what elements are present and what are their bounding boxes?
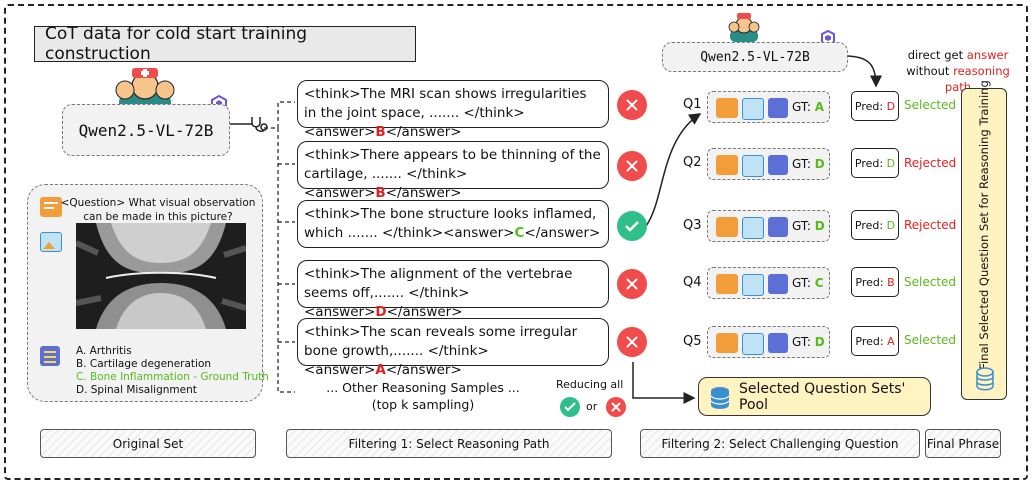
cot-sample-4: <think>The alignment of the vertebrae se…: [297, 260, 609, 320]
question-row-5: GT: D: [707, 326, 830, 358]
question-label: Q4: [683, 275, 702, 290]
stage-original-set: Original Set: [40, 429, 256, 458]
prediction-box: Pred: D: [851, 91, 899, 121]
prediction-box: Pred: A: [851, 326, 899, 356]
selected-label: Selected: [904, 275, 957, 289]
correct-icon: [560, 397, 580, 417]
question-label: Q1: [683, 97, 702, 112]
question-row-2: GT: D: [707, 148, 830, 180]
prediction-box: Pred: B: [851, 267, 899, 297]
rejected-label: Rejected: [904, 156, 957, 170]
final-question-set: Final Selected Question Set for Reasonin…: [961, 81, 1007, 400]
question-row-4: GT: C: [707, 267, 830, 299]
knee-mri-image: [76, 223, 246, 329]
rejected-label: Rejected: [904, 218, 957, 232]
database-icon: [709, 386, 731, 410]
question-label: Q3: [683, 218, 702, 233]
cot-sample-2: <think>There appears to be thinning of t…: [297, 141, 609, 201]
option-c-ground-truth: C. Bone Inflammation - Ground Truth: [76, 371, 269, 383]
question-text: <Question> What visual observation can b…: [60, 197, 256, 223]
reducing-label: Reducing all: [556, 378, 624, 391]
question-label: Q5: [683, 334, 702, 349]
question-row-1: GT: A: [707, 91, 830, 123]
stage-filtering-1: Filtering 1: Select Reasoning Path: [286, 429, 612, 458]
question-row-3: GT: D: [707, 210, 830, 242]
other-samples-note: ... Other Reasoning Samples ... (top k s…: [326, 380, 520, 412]
wrong-icon: [606, 397, 626, 417]
cot-sample-5: <think>The scan reveals some irregular b…: [297, 318, 609, 378]
correct-icon: [617, 211, 647, 241]
or-label: or: [586, 400, 598, 413]
outer-frame: [4, 4, 1028, 480]
selected-question-pool: Selected Question Sets' Pool: [698, 377, 931, 416]
question-label: Q2: [683, 155, 702, 170]
wrong-icon: [617, 269, 647, 299]
stethoscope-icon: [249, 114, 269, 134]
right-model-box: Qwen2.5-VL-72B: [662, 42, 848, 72]
stage-final-phrase: Final Phrase: [925, 429, 1001, 458]
wrong-icon: [617, 151, 647, 181]
database-icon: [975, 367, 995, 391]
option-b: B. Cartilage degeneration: [76, 358, 212, 370]
diagram-title: CoT data for cold start training constru…: [34, 24, 416, 64]
selected-label: Selected: [904, 333, 957, 347]
wrong-icon: [617, 327, 647, 357]
option-d: D. Spinal Misalignment: [76, 384, 197, 396]
stage-filtering-2: Filtering 2: Select Challenging Question: [640, 429, 920, 458]
cot-sample-1: <think>The MRI scan shows irregularities…: [297, 80, 609, 140]
option-a: A. Arthritis: [76, 345, 132, 357]
prediction-box: Pred: D: [851, 210, 899, 240]
left-model-box: Qwen2.5-VL-72B: [62, 104, 230, 156]
cot-sample-3: <think>The bone structure looks inflamed…: [297, 200, 609, 248]
wrong-icon: [617, 90, 647, 120]
doctor-avatar-icon: [726, 12, 762, 42]
selected-label: Selected: [904, 98, 957, 112]
prediction-box: Pred: D: [851, 148, 899, 178]
